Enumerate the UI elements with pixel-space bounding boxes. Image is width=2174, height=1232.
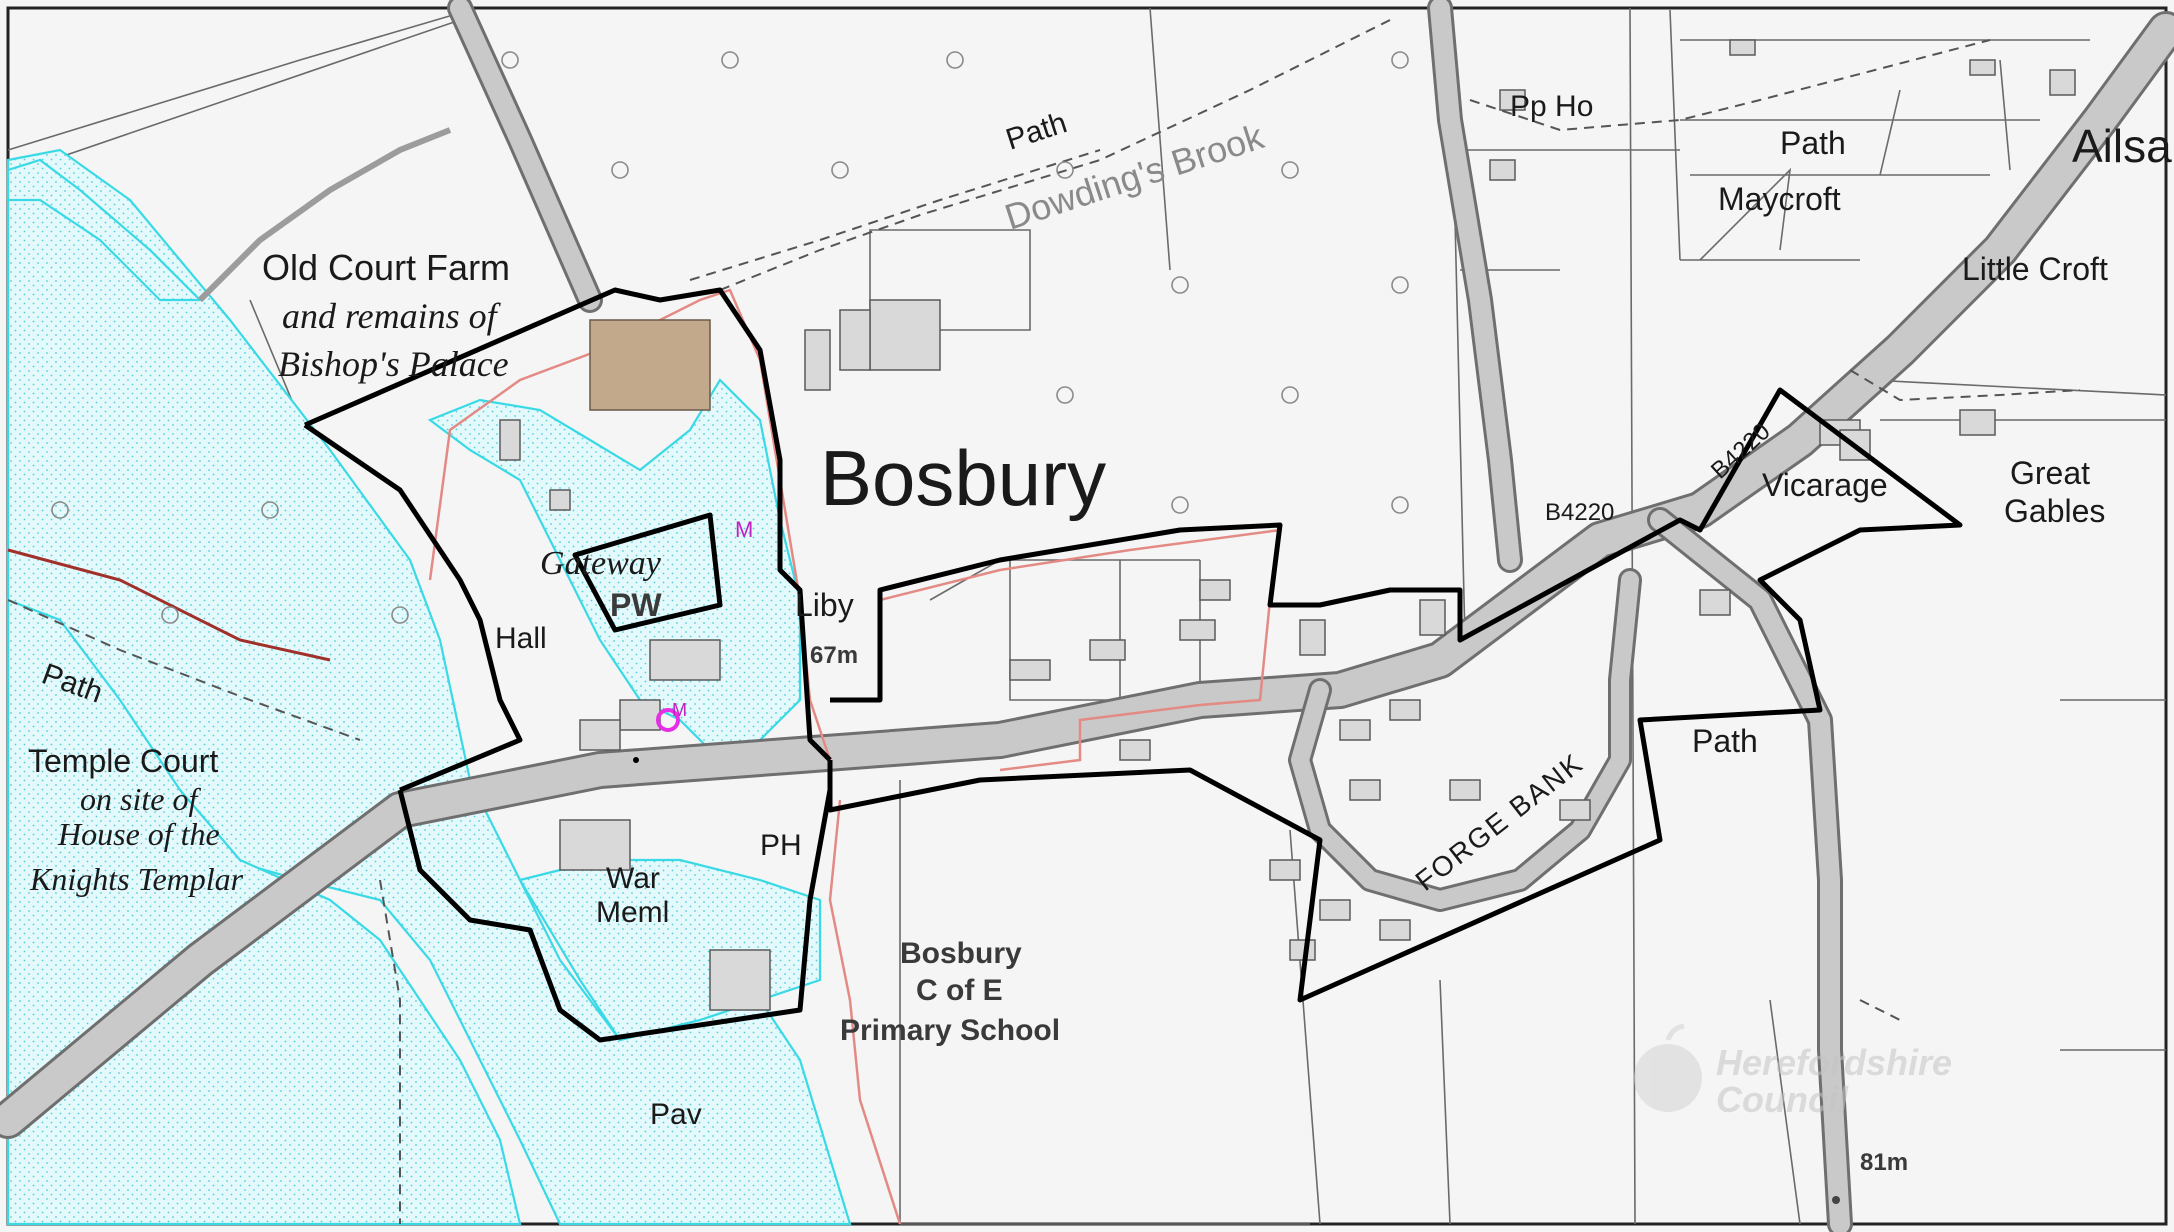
label-spot-height-67: 67m (810, 642, 858, 669)
label-path-ne: Path (1780, 125, 1846, 161)
label-war: War (606, 862, 660, 895)
label-hall: Hall (495, 622, 547, 655)
label-monument-m2: M (672, 700, 687, 720)
place-name: Bosbury (820, 434, 1106, 522)
label-knights-templar: Knights Templar (29, 861, 244, 897)
label-monument-m1: M (735, 517, 753, 542)
settlement-boundaries (303, 287, 1963, 1043)
brook-line (197, 127, 452, 303)
label-liby: Liby (795, 587, 854, 623)
label-maycroft: Maycroft (1718, 181, 1841, 217)
label-pp-ho: Pp Ho (1510, 90, 1593, 123)
label-ph: PH (760, 829, 802, 862)
label-on-site-of: on site of (80, 781, 201, 817)
buildings (499, 39, 2076, 1011)
label-meml: Meml (596, 896, 669, 929)
label-gateway: Gateway (540, 545, 662, 582)
label-ailsa: Ailsa (2072, 120, 2172, 172)
label-house-of-the: House of the (57, 816, 220, 852)
label-school-1: Bosbury (900, 937, 1022, 970)
council-watermark: Herefordshire Council (1634, 1023, 1952, 1120)
monument-marker-icon (656, 708, 680, 732)
label-bishops-palace-2: Bishop's Palace (278, 344, 509, 384)
watermark-line1: Herefordshire (1716, 1042, 1952, 1083)
label-vicarage: Vicarage (1762, 467, 1888, 503)
label-path-se: Path (1692, 723, 1758, 759)
label-school-3: Primary School (840, 1014, 1060, 1047)
label-great-gables-2: Gables (2004, 493, 2105, 529)
benchmark-dot-icon (633, 757, 639, 763)
label-b4220-west: B4220 (1545, 499, 1614, 526)
label-little-croft: Little Croft (1962, 251, 2108, 287)
survey-point-icon (1832, 1196, 1840, 1204)
footpaths (7, 19, 2081, 1224)
label-pw: PW (610, 587, 662, 623)
label-old-court-farm: Old Court Farm (262, 247, 510, 288)
watermark-line2: Council (1716, 1079, 1849, 1120)
label-school-2: C of E (916, 974, 1003, 1007)
label-spot-height-81: 81m (1860, 1149, 1908, 1176)
label-temple-court: Temple Court (28, 743, 218, 779)
listed-building (589, 319, 711, 411)
tree-symbols (51, 51, 1409, 624)
label-great-gables-1: Great (2010, 455, 2090, 491)
label-bishops-palace-1: and remains of (282, 296, 502, 336)
apple-logo-icon (1634, 1044, 1702, 1112)
label-pav: Pav (650, 1098, 702, 1131)
